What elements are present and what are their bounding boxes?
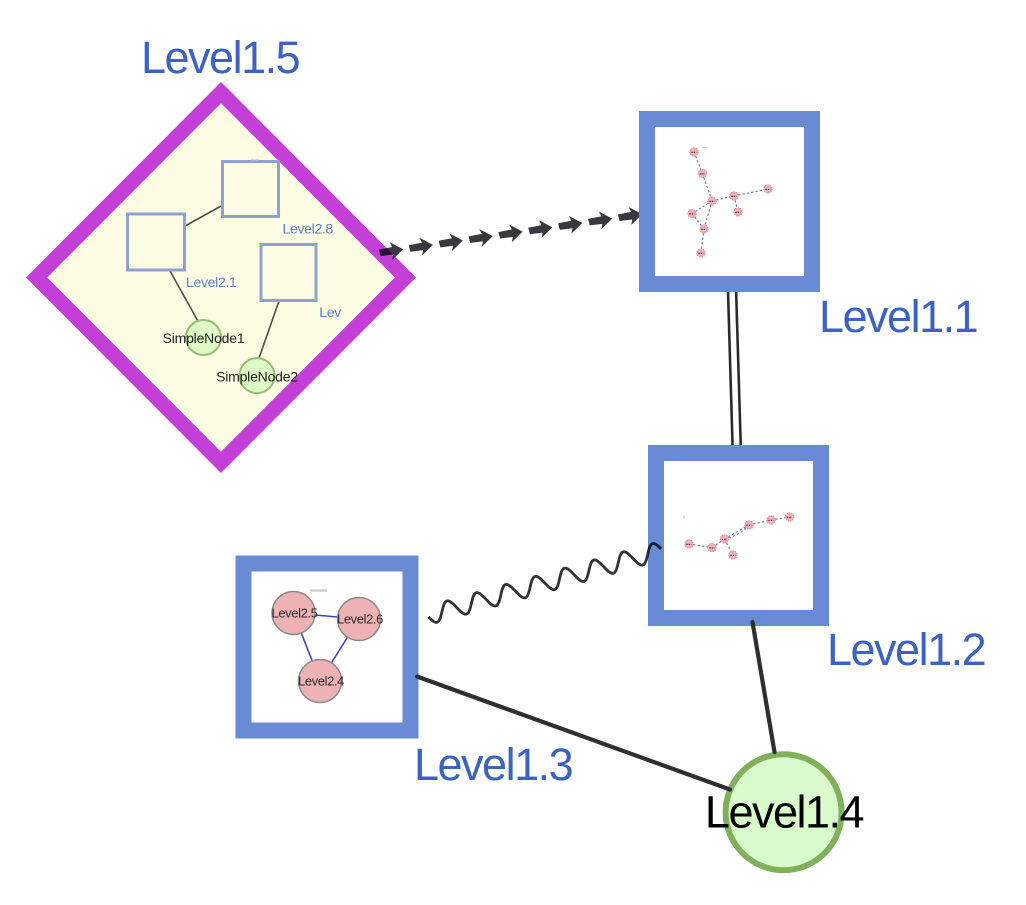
svg-text:Level1.4: Level1.4 xyxy=(705,787,864,838)
svg-text:Level1.3: Level1.3 xyxy=(414,739,573,790)
svg-text:Lev: Lev xyxy=(319,304,341,320)
svg-text:Level2.6: Level2.6 xyxy=(337,612,383,627)
svg-text:SimpleNode1: SimpleNode1 xyxy=(163,330,245,346)
svg-text:Level1.1: Level1.1 xyxy=(819,291,977,342)
svg-text:Level1.5: Level1.5 xyxy=(141,32,300,83)
svg-text:Level2.8: Level2.8 xyxy=(283,221,334,237)
svg-text:Level1.2: Level1.2 xyxy=(827,624,985,675)
svg-text:Level2.1: Level2.1 xyxy=(186,274,237,290)
svg-text:Level2.4: Level2.4 xyxy=(298,674,344,689)
svg-text:SimpleNode2: SimpleNode2 xyxy=(216,368,298,384)
svg-text:Level2.5: Level2.5 xyxy=(272,606,318,621)
